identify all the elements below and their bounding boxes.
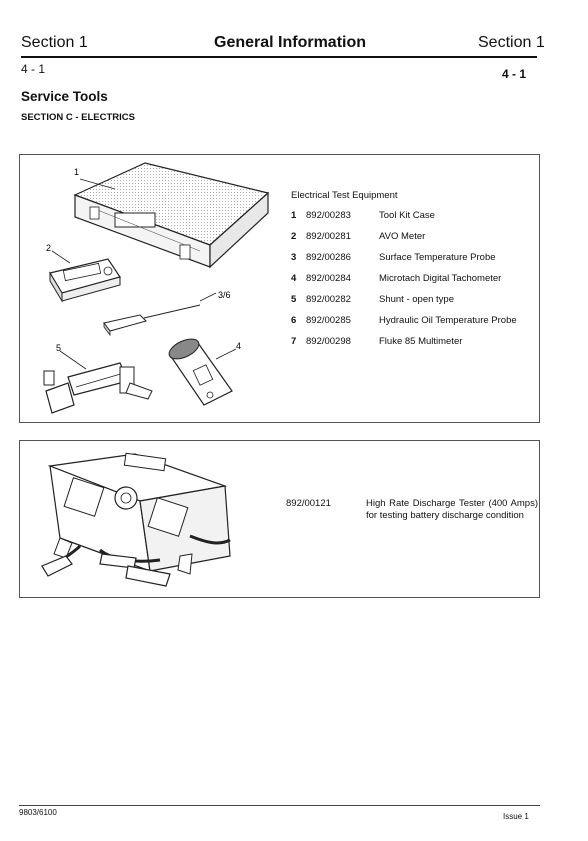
footer-issue: Issue 1 bbox=[503, 812, 529, 821]
temperature-probe-drawing bbox=[103, 304, 201, 337]
page-title: Service Tools bbox=[21, 89, 108, 104]
equipment-item-description: Microtach Digital Tachometer bbox=[379, 273, 502, 284]
equipment-item-number: 4 bbox=[291, 273, 297, 284]
equipment-item-code: 892/00284 bbox=[306, 273, 351, 284]
callout-line-36 bbox=[199, 292, 217, 302]
equipment-item-description: Tool Kit Case bbox=[379, 210, 435, 221]
callout-line-2 bbox=[51, 250, 71, 264]
equipment-item-code: 892/00281 bbox=[306, 231, 351, 242]
callout-2: 2 bbox=[46, 243, 51, 253]
equipment-item-description: Fluke 85 Multimeter bbox=[379, 336, 463, 347]
header-title: General Information bbox=[214, 34, 367, 51]
page-number-right: 4 - 1 bbox=[502, 67, 527, 81]
callout-4: 4 bbox=[236, 341, 241, 351]
callout-5: 5 bbox=[56, 343, 61, 353]
equipment-item-code: 892/00285 bbox=[306, 315, 351, 326]
battery-clamps-drawing bbox=[41, 534, 231, 587]
discharge-tester-illustration bbox=[41, 452, 231, 587]
equipment-list-heading: Electrical Test Equipment bbox=[291, 190, 398, 201]
equipment-item-number: 2 bbox=[291, 231, 297, 242]
callout-36: 3/6 bbox=[218, 290, 231, 300]
equipment-item-number: 3 bbox=[291, 252, 297, 263]
equipment-item-code: 892/00283 bbox=[306, 210, 351, 221]
discharge-tester-code: 892/00121 bbox=[286, 498, 331, 509]
tool-kit-case-drawing bbox=[73, 162, 270, 269]
page-number-left: 4 - 1 bbox=[21, 62, 46, 76]
callout-line-1 bbox=[79, 178, 116, 190]
tachometer-drawing bbox=[168, 338, 233, 406]
avo-meter-drawing bbox=[49, 258, 121, 303]
test-equipment-panel bbox=[19, 154, 540, 423]
equipment-item-description: Shunt - open type bbox=[379, 294, 454, 305]
callout-1: 1 bbox=[74, 167, 79, 177]
equipment-item-description: Hydraulic Oil Temperature Probe bbox=[379, 315, 517, 326]
header-section-left: Section 1 bbox=[21, 34, 88, 51]
discharge-tester-description-line1: High Rate Discharge Tester (400 Amps) bbox=[366, 498, 538, 509]
footer-doc-number: 9803/6100 bbox=[19, 808, 57, 817]
equipment-item-number: 5 bbox=[291, 294, 297, 305]
equipment-item-description: Surface Temperature Probe bbox=[379, 252, 496, 263]
equipment-item-number: 6 bbox=[291, 315, 297, 326]
discharge-tester-description: High Rate Discharge Tester (400 Amps) fo… bbox=[366, 498, 538, 522]
equipment-item-number: 1 bbox=[291, 210, 297, 221]
shunt-drawing bbox=[43, 362, 153, 414]
test-equipment-illustration: 1 2 3/6 4 5 bbox=[43, 162, 270, 414]
discharge-tester-panel bbox=[19, 440, 540, 598]
page-subtitle: SECTION C - ELECTRICS bbox=[21, 112, 136, 123]
header-rule bbox=[21, 56, 537, 58]
equipment-item-code: 892/00282 bbox=[306, 294, 351, 305]
equipment-item-code: 892/00298 bbox=[306, 336, 351, 347]
callout-line-5 bbox=[59, 350, 87, 370]
discharge-tester-drawing bbox=[47, 452, 231, 575]
discharge-tester-description-line2: for testing battery discharge condition bbox=[366, 510, 524, 521]
equipment-item-description: AVO Meter bbox=[379, 231, 426, 242]
equipment-item-code: 892/00286 bbox=[306, 252, 351, 263]
equipment-item-number: 7 bbox=[291, 336, 297, 347]
callout-line-4 bbox=[215, 348, 237, 360]
footer-rule bbox=[19, 805, 540, 806]
header-section-right: Section 1 bbox=[478, 34, 545, 51]
